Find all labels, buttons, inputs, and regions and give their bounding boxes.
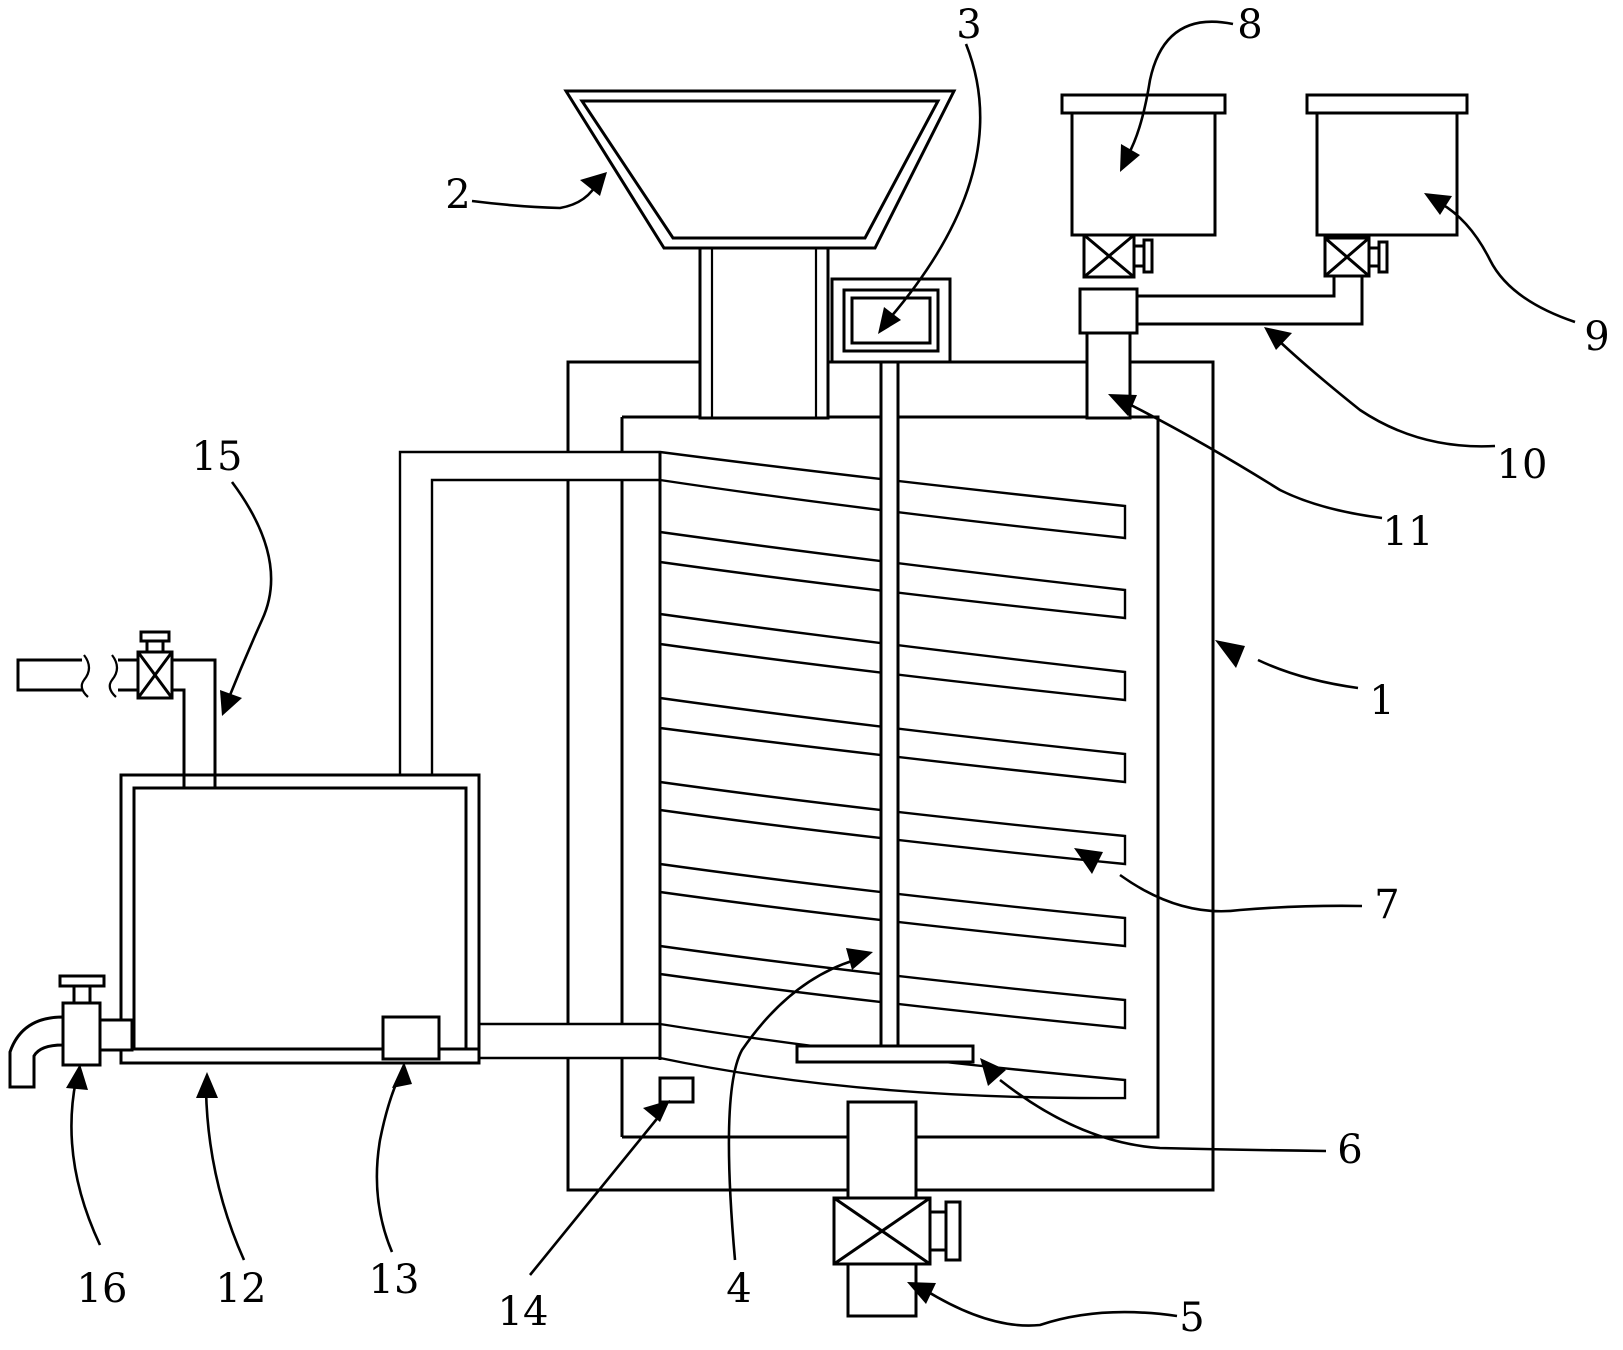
leader-13 — [375, 1062, 412, 1253]
label-1: 1 — [1369, 678, 1394, 724]
discharge-valve — [832, 1100, 962, 1318]
water-tank — [119, 773, 481, 1065]
additive-box-b — [1305, 93, 1469, 278]
leader-5 — [907, 1282, 1178, 1327]
leader-3 — [878, 43, 982, 334]
leader-7 — [1074, 848, 1363, 913]
leader-4 — [727, 948, 873, 1261]
label-16: 16 — [77, 1266, 128, 1312]
label-10: 10 — [1497, 442, 1548, 488]
label-3: 3 — [956, 2, 981, 48]
label-14: 14 — [498, 1289, 549, 1335]
leader-11 — [1108, 394, 1383, 520]
label-9: 9 — [1584, 314, 1609, 360]
leader-6 — [980, 1058, 1327, 1153]
label-13: 13 — [369, 1257, 420, 1303]
label-12: 12 — [216, 1266, 267, 1312]
leader-9 — [1424, 193, 1576, 324]
stirring-blade — [795, 1044, 975, 1064]
label-5: 5 — [1179, 1295, 1204, 1341]
label-2: 2 — [445, 172, 470, 218]
feed-hopper — [563, 89, 957, 420]
leader-14 — [528, 1100, 670, 1276]
leader-15 — [220, 481, 273, 716]
spiral-tube — [398, 450, 1127, 1100]
temperature-sensor — [658, 1076, 695, 1104]
drain-faucet — [8, 974, 134, 1089]
leader-10 — [1264, 327, 1496, 448]
water-pump — [381, 1015, 441, 1061]
water-inlet-pipe — [16, 630, 217, 788]
leader-1 — [1215, 640, 1359, 690]
label-4: 4 — [726, 1266, 751, 1312]
branch-pipe — [1135, 274, 1364, 326]
label-6: 6 — [1337, 1127, 1362, 1173]
label-8: 8 — [1237, 2, 1262, 48]
label-7: 7 — [1374, 882, 1399, 928]
leader-12 — [196, 1072, 246, 1261]
label-11: 11 — [1383, 509, 1434, 555]
stirring-shaft — [879, 360, 900, 1048]
leader-8 — [1120, 20, 1234, 172]
additive-box-a — [1060, 93, 1227, 279]
leader-2 — [471, 172, 607, 210]
leader-16 — [66, 1064, 102, 1246]
label-15: 15 — [192, 434, 243, 480]
